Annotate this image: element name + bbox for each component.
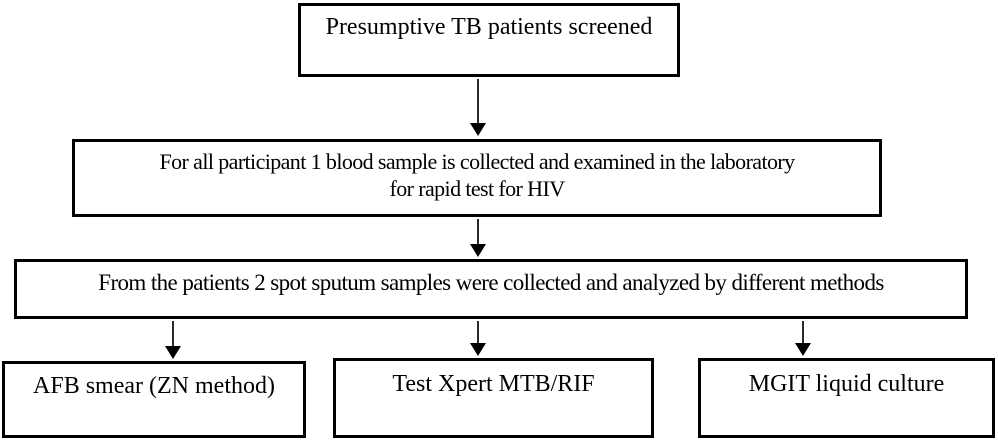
node-blood-sample-hiv-test-line2: for rapid test for HIV (389, 175, 566, 201)
arrow-shaft (172, 321, 174, 346)
arrow-shaft (477, 219, 479, 244)
arrow-head-down-icon (470, 343, 486, 356)
node-test-xpert-label: Test Xpert MTB/RIF (392, 371, 595, 397)
node-test-xpert: Test Xpert MTB/RIF (333, 358, 654, 438)
node-afb-smear-label: AFB smear (ZN method) (33, 373, 275, 399)
node-afb-smear: AFB smear (ZN method) (2, 361, 306, 438)
node-presumptive-tb-screened-label: Presumptive TB patients screened (325, 14, 653, 40)
node-presumptive-tb-screened: Presumptive TB patients screened (298, 3, 680, 77)
arrow-head-down-icon (470, 244, 486, 257)
arrow-sputum-to-afb (165, 321, 181, 359)
node-blood-sample-hiv-test-line1: For all participant 1 blood sample is co… (159, 149, 796, 174)
arrow-head-down-icon (470, 123, 486, 136)
arrow-shaft (802, 321, 804, 343)
arrow-blood-to-sputum (470, 219, 486, 257)
node-sputum-samples-analyzed: From the patients 2 spot sputum samples … (14, 259, 968, 319)
arrow-sputum-to-mgit (795, 321, 811, 356)
arrow-shaft (477, 321, 479, 343)
arrow-head-down-icon (795, 343, 811, 356)
node-sputum-samples-analyzed-label: From the patients 2 spot sputum samples … (98, 270, 884, 295)
node-blood-sample-hiv-test: For all participant 1 blood sample is co… (72, 139, 882, 217)
arrow-shaft (477, 79, 479, 123)
arrow-screened-to-blood (470, 79, 486, 136)
arrow-head-down-icon (165, 346, 181, 359)
node-mgit-liquid-culture: MGIT liquid culture (698, 358, 995, 438)
arrow-sputum-to-xpert (470, 321, 486, 356)
node-mgit-liquid-culture-label: MGIT liquid culture (748, 371, 945, 397)
